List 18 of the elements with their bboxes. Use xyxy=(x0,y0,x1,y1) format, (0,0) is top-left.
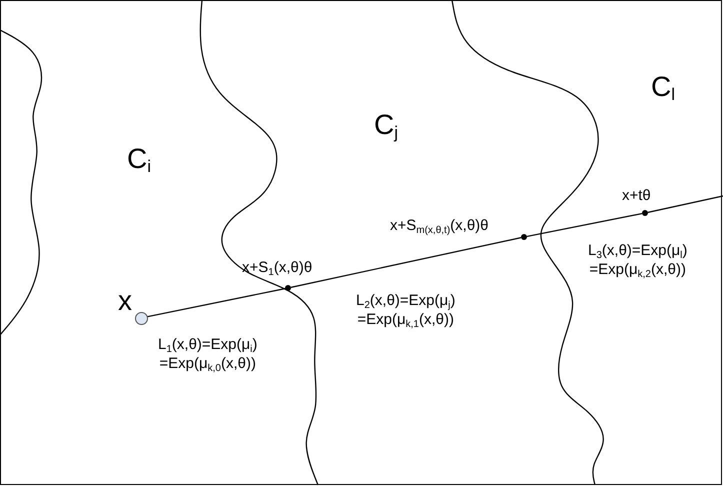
region-label: C$_{l}$ xyxy=(651,72,676,102)
intersection-point xyxy=(642,210,648,216)
intersection-point xyxy=(521,234,527,240)
ray-line xyxy=(290,237,522,288)
point-label: x+tθ xyxy=(622,186,651,205)
region-label: C$_{j}$ xyxy=(374,110,398,140)
formula-label: L$_{2}$(x,θ)=Exp(μ$_{j}$) =Exp(μ$_{k,1}$(x,θ)) xyxy=(356,291,456,329)
intersection-point xyxy=(285,285,291,291)
point-label: x+S$_{m(x,θ,t)}$(x,θ)θ xyxy=(390,216,488,235)
ray-line xyxy=(147,288,286,318)
start-point xyxy=(134,312,148,324)
formula-label: L$_{1}$(x,θ)=Exp(μ$_{i}$) =Exp(μ$_{k,0}$(x,θ)) xyxy=(158,335,258,373)
ray-line xyxy=(526,213,642,237)
point-label: x+S$_{1}$(x,θ)θ xyxy=(242,258,312,277)
region-label: C$_{i}$ xyxy=(127,144,152,174)
formula-label: L$_{3}$(x,θ)=Exp(μ$_{l}$) =Exp(μ$_{k,2}$(x,θ)) xyxy=(588,241,688,279)
point-label: x xyxy=(118,286,132,316)
ray-line xyxy=(648,195,723,213)
